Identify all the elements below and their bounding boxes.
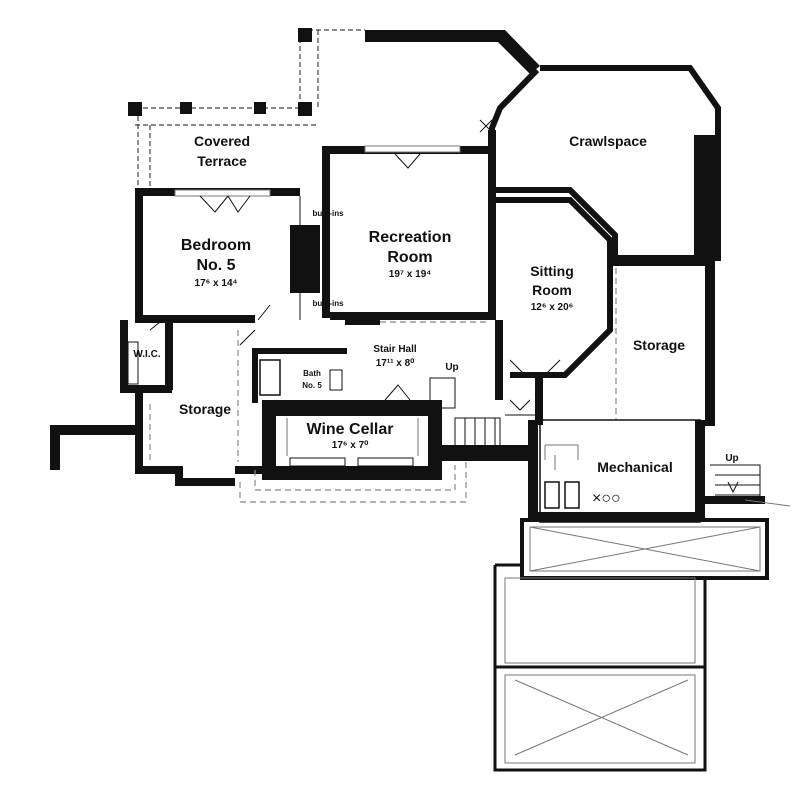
builtins-label-top: built-ins	[312, 209, 344, 218]
exterior-up-label: Up	[725, 453, 738, 464]
storage-mechanical-walls	[528, 258, 715, 523]
recreation-dims: 19⁷ x 19⁴	[389, 269, 431, 280]
stair-hall-walls	[345, 318, 543, 454]
stair-hall-dims: 17¹¹ x 8⁰	[376, 358, 414, 369]
recreation-label-1: Recreation	[369, 229, 452, 246]
covered-terrace-label-1: Covered	[194, 133, 250, 149]
bedroom-label-2: No. 5	[196, 257, 235, 274]
stair-hall-label: Stair Hall	[373, 344, 417, 355]
bedroom-dims: 17⁶ x 14⁴	[195, 278, 238, 289]
sitting-room-walls	[496, 197, 613, 378]
lower-slab-outlines	[493, 518, 769, 772]
storage-right-label: Storage	[633, 337, 685, 353]
sitting-label-2: Room	[532, 282, 572, 298]
wine-cellar-dims: 17⁶ x 7⁰	[332, 440, 368, 451]
recreation-walls	[322, 130, 496, 320]
mechanical-equipment-symbols: ×○○	[592, 490, 621, 507]
bath-label-1: Bath	[303, 369, 321, 378]
covered-terrace-outline	[128, 28, 365, 190]
bath-storage-walls	[50, 304, 347, 486]
builtins-label-bottom: built-ins	[312, 299, 344, 308]
wine-cellar-label: Wine Cellar	[307, 421, 394, 438]
north-wall	[365, 30, 540, 74]
wine-cellar-walls	[239, 384, 530, 503]
sitting-label-1: Sitting	[530, 263, 574, 279]
bedroom-label-1: Bedroom	[181, 237, 251, 254]
exterior-stair	[705, 464, 791, 507]
covered-terrace-label-2: Terrace	[197, 153, 247, 169]
crawlspace-label: Crawlspace	[569, 133, 647, 149]
wic-label: W.I.C.	[133, 349, 160, 360]
mechanical-label: Mechanical	[597, 459, 672, 475]
storage-left-label: Storage	[179, 401, 231, 417]
stair-up-label: Up	[445, 362, 458, 373]
recreation-label-2: Room	[387, 249, 432, 266]
bedroom-walls	[135, 188, 320, 323]
sitting-dims: 12⁶ x 20⁶	[531, 302, 574, 313]
bath-label-2: No. 5	[302, 381, 322, 390]
